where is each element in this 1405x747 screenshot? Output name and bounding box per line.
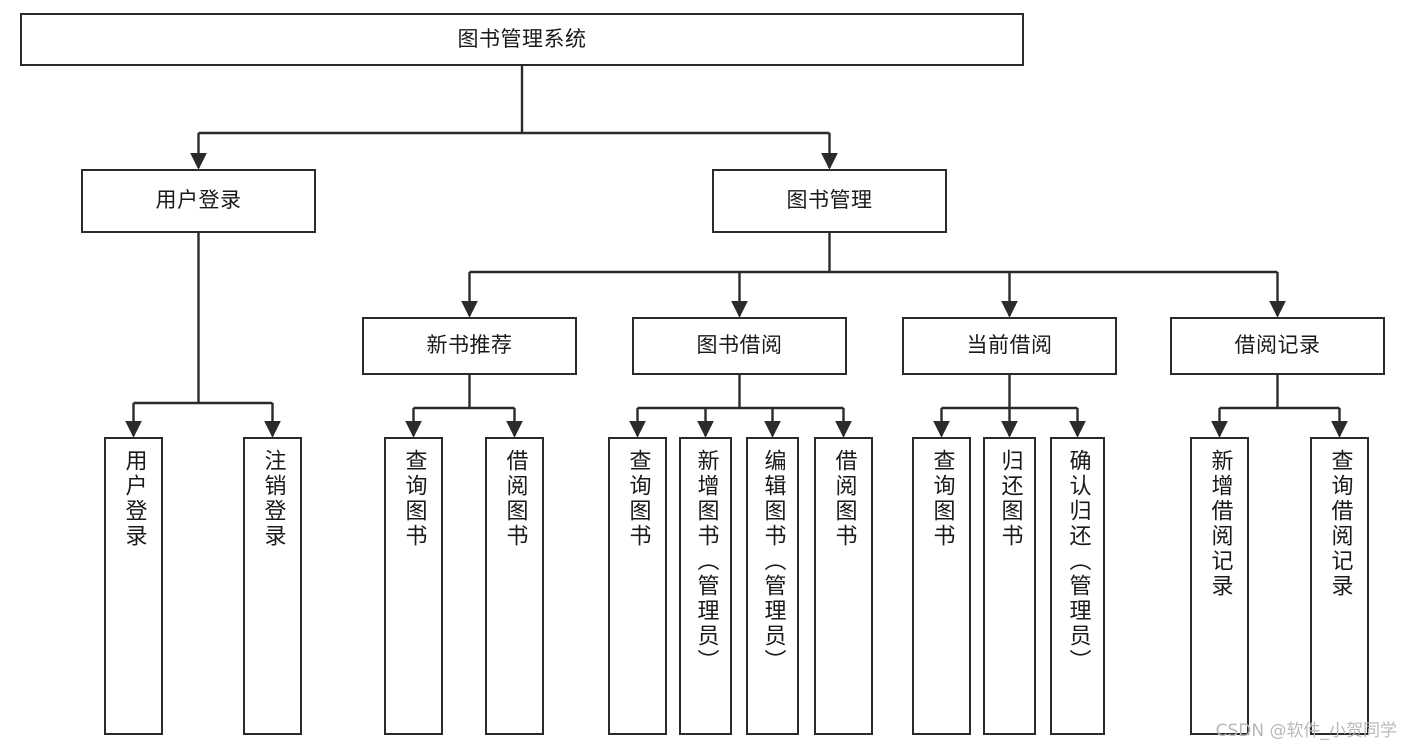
node-label: 用户登录 xyxy=(121,449,147,549)
node-leaf-user-login[interactable]: 用户登录 xyxy=(104,437,163,735)
node-leaf-edit-book[interactable]: 编辑图书（管理员） xyxy=(746,437,799,735)
node-current-borrow[interactable]: 当前借阅 xyxy=(902,317,1117,375)
node-label: 用户登录 xyxy=(155,188,242,213)
node-root[interactable]: 图书管理系统 xyxy=(20,13,1024,66)
node-label: 借阅记录 xyxy=(1234,333,1321,358)
node-book-manage[interactable]: 图书管理 xyxy=(712,169,947,233)
node-user-login[interactable]: 用户登录 xyxy=(81,169,316,233)
node-book-borrow[interactable]: 图书借阅 xyxy=(632,317,847,375)
node-label: 图书管理系统 xyxy=(457,26,587,51)
node-label: 新增借阅记录 xyxy=(1207,449,1233,599)
node-leaf-logout[interactable]: 注销登录 xyxy=(243,437,302,735)
node-label: 查询借阅记录 xyxy=(1327,449,1353,599)
node-label: 编辑图书（管理员） xyxy=(760,449,786,674)
node-leaf-query-book-cur[interactable]: 查询图书 xyxy=(912,437,971,735)
node-leaf-add-record[interactable]: 新增借阅记录 xyxy=(1190,437,1249,735)
node-label: 归还图书 xyxy=(997,449,1023,549)
node-label: 借阅图书 xyxy=(831,449,857,549)
watermark-text: CSDN @软件_小贺同学 xyxy=(1215,721,1397,741)
node-label: 新增图书（管理员） xyxy=(693,449,719,674)
node-label: 查询图书 xyxy=(929,449,955,549)
node-leaf-query-book-borrow[interactable]: 查询图书 xyxy=(608,437,667,735)
node-label: 查询图书 xyxy=(625,449,651,549)
node-label: 图书借阅 xyxy=(696,333,783,358)
node-borrow-record[interactable]: 借阅记录 xyxy=(1170,317,1385,375)
node-leaf-add-book[interactable]: 新增图书（管理员） xyxy=(679,437,732,735)
node-leaf-query-record[interactable]: 查询借阅记录 xyxy=(1310,437,1369,735)
node-label: 注销登录 xyxy=(260,449,286,549)
node-label: 图书管理 xyxy=(786,188,873,213)
node-label: 新书推荐 xyxy=(426,333,513,358)
node-leaf-confirm-return[interactable]: 确认归还（管理员） xyxy=(1050,437,1105,735)
node-label: 当前借阅 xyxy=(966,333,1053,358)
node-new-book-recommend[interactable]: 新书推荐 xyxy=(362,317,577,375)
node-label: 借阅图书 xyxy=(502,449,528,549)
node-leaf-borrow-book[interactable]: 借阅图书 xyxy=(814,437,873,735)
node-leaf-query-book-rec[interactable]: 查询图书 xyxy=(384,437,443,735)
node-label: 确认归还（管理员） xyxy=(1065,449,1091,674)
node-label: 查询图书 xyxy=(401,449,427,549)
node-leaf-return-book[interactable]: 归还图书 xyxy=(983,437,1036,735)
node-leaf-borrow-book-rec[interactable]: 借阅图书 xyxy=(485,437,544,735)
